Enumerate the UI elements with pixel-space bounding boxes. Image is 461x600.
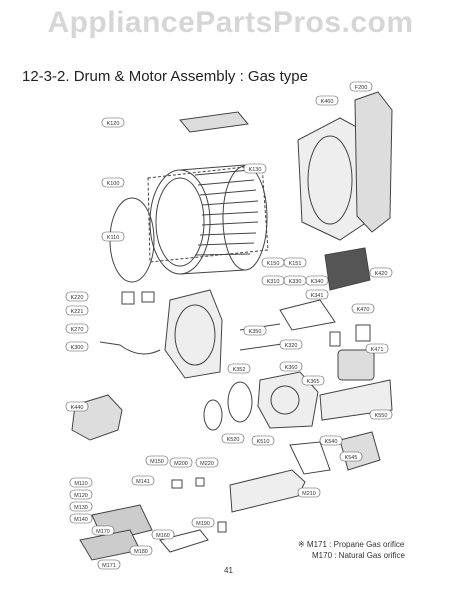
svg-text:K350: K350 bbox=[249, 329, 262, 335]
page-title: 12-3-2. Drum & Motor Assembly : Gas type bbox=[22, 68, 308, 85]
callout: K470 bbox=[351, 303, 375, 314]
svg-text:K420: K420 bbox=[375, 271, 388, 277]
svg-text:M140: M140 bbox=[74, 517, 88, 523]
callout: M180 bbox=[129, 545, 153, 556]
svg-text:K460: K460 bbox=[321, 99, 334, 105]
callout: M120 bbox=[69, 489, 93, 500]
note-propane: ※ M171 : Propane Gas orifice bbox=[298, 540, 405, 549]
callout: K150 bbox=[261, 257, 285, 268]
svg-text:M220: M220 bbox=[200, 461, 214, 467]
svg-text:K120: K120 bbox=[107, 121, 120, 127]
svg-text:K352: K352 bbox=[233, 367, 246, 373]
svg-text:F200: F200 bbox=[355, 85, 368, 91]
svg-text:K300: K300 bbox=[71, 345, 84, 351]
callout: K220 bbox=[65, 291, 89, 302]
svg-text:K340: K340 bbox=[311, 279, 324, 285]
callout: K471 bbox=[365, 343, 389, 354]
callout: M140 bbox=[69, 513, 93, 524]
callout: K520 bbox=[221, 433, 245, 444]
svg-text:M110: M110 bbox=[74, 481, 87, 487]
callout: K420 bbox=[369, 267, 393, 278]
svg-text:M210: M210 bbox=[302, 491, 316, 497]
svg-text:K360: K360 bbox=[285, 365, 298, 371]
svg-text:M190: M190 bbox=[196, 521, 210, 527]
callout: M160 bbox=[151, 529, 175, 540]
svg-text:M170: M170 bbox=[96, 529, 110, 535]
callout: F200 bbox=[349, 81, 373, 92]
callout: M190 bbox=[191, 517, 215, 528]
svg-text:K150: K150 bbox=[267, 261, 280, 267]
svg-text:K130: K130 bbox=[249, 167, 262, 173]
svg-text:M150: M150 bbox=[150, 459, 164, 465]
callout: K300 bbox=[65, 341, 89, 352]
callout: K151 bbox=[283, 257, 307, 268]
callout: K440 bbox=[65, 401, 89, 412]
svg-text:K330: K330 bbox=[289, 279, 302, 285]
callout: M200 bbox=[169, 457, 193, 468]
svg-text:K341: K341 bbox=[311, 293, 324, 299]
svg-text:K151: K151 bbox=[289, 261, 302, 267]
svg-text:K110: K110 bbox=[107, 235, 119, 241]
callout: K270 bbox=[65, 323, 89, 334]
callout: K365 bbox=[301, 375, 325, 386]
page-number: 41 bbox=[224, 566, 233, 575]
svg-text:K320: K320 bbox=[285, 343, 298, 349]
callout: K341 bbox=[305, 289, 329, 300]
svg-text:M180: M180 bbox=[134, 549, 148, 555]
svg-text:K220: K220 bbox=[71, 295, 84, 301]
svg-text:K545: K545 bbox=[345, 455, 358, 461]
svg-text:K365: K365 bbox=[307, 379, 320, 385]
svg-text:K510: K510 bbox=[257, 439, 270, 445]
svg-text:K100: K100 bbox=[107, 181, 120, 187]
callout-labels: K120 K460 F200 K100 K110 K130 K150 K151 … bbox=[65, 81, 393, 570]
svg-text:M130: M130 bbox=[74, 505, 88, 511]
svg-text:K520: K520 bbox=[227, 437, 240, 443]
callout: M170 bbox=[91, 525, 115, 536]
svg-text:M171: M171 bbox=[102, 563, 116, 569]
svg-text:K310: K310 bbox=[267, 279, 280, 285]
callout: M171 bbox=[97, 559, 121, 570]
callout: M130 bbox=[69, 501, 93, 512]
callout: K540 bbox=[319, 435, 343, 446]
svg-text:M141: M141 bbox=[136, 479, 150, 485]
callout: K350 bbox=[243, 325, 267, 336]
callout: K130 bbox=[243, 163, 267, 174]
callout: K545 bbox=[339, 451, 363, 462]
svg-text:K221: K221 bbox=[71, 309, 84, 315]
svg-text:K471: K471 bbox=[371, 347, 384, 353]
svg-text:K540: K540 bbox=[325, 439, 338, 445]
watermark: AppliancePartsPros.com bbox=[47, 6, 414, 39]
callout: K460 bbox=[315, 95, 339, 106]
callout: K550 bbox=[369, 409, 393, 420]
callout: K360 bbox=[279, 361, 303, 372]
callout: K352 bbox=[227, 363, 251, 374]
callout: M210 bbox=[297, 487, 321, 498]
svg-text:K470: K470 bbox=[357, 307, 370, 313]
callout: K120 bbox=[101, 117, 125, 128]
callout: K320 bbox=[279, 339, 303, 350]
callout: K310 bbox=[261, 275, 285, 286]
svg-text:K440: K440 bbox=[71, 405, 84, 411]
callout: M150 bbox=[145, 455, 169, 466]
callout: M141 bbox=[131, 475, 155, 486]
callout: K510 bbox=[251, 435, 275, 446]
callout: K110 bbox=[101, 231, 125, 242]
svg-text:M120: M120 bbox=[74, 493, 88, 499]
callout: K100 bbox=[101, 177, 125, 188]
note-natural: M170 : Natural Gas orifice bbox=[312, 551, 405, 560]
svg-text:M160: M160 bbox=[156, 533, 170, 539]
callout: K330 bbox=[283, 275, 307, 286]
svg-text:K550: K550 bbox=[375, 413, 388, 419]
svg-text:K270: K270 bbox=[71, 327, 84, 333]
callout: M110 bbox=[69, 477, 93, 488]
svg-text:M200: M200 bbox=[174, 461, 188, 467]
callout: M220 bbox=[195, 457, 219, 468]
callout: K340 bbox=[305, 275, 329, 286]
callout: K221 bbox=[65, 305, 89, 316]
